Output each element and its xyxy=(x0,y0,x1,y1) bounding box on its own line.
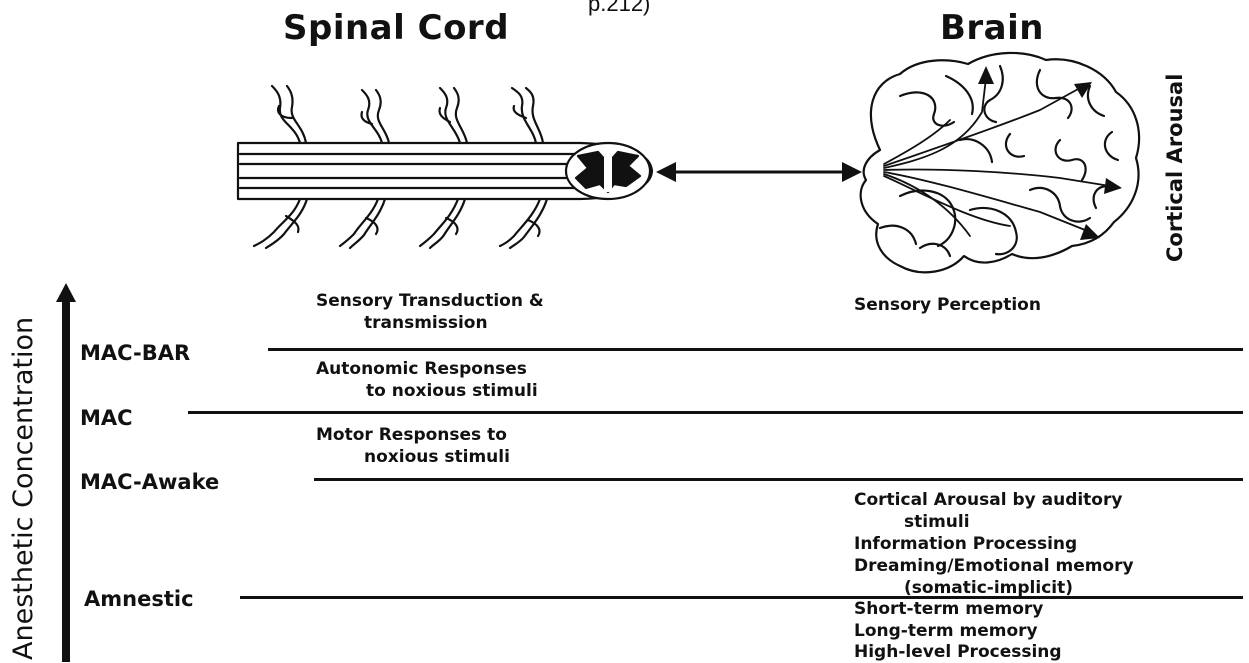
amnestic-label: Amnestic xyxy=(84,587,194,611)
note-line: Dreaming/Emotional memory xyxy=(854,555,1134,577)
mac-bar-label: MAC-BAR xyxy=(80,341,190,365)
mac-bar-threshold-line xyxy=(268,348,1243,351)
spinal-cord-icon xyxy=(238,86,652,248)
sensory-transduction-note: Sensory Transduction & transmission xyxy=(316,290,544,334)
note-line: Autonomic Responses xyxy=(316,358,538,380)
long-term-memory-note: Long-term memory xyxy=(854,620,1038,642)
dreaming-memory-note: Dreaming/Emotional memory (somatic-impli… xyxy=(854,555,1134,599)
double-headed-arrow-icon xyxy=(656,162,862,182)
note-line: Motor Responses to xyxy=(316,424,510,446)
mac-awake-label: MAC-Awake xyxy=(80,470,219,494)
mac-label: MAC xyxy=(80,406,133,430)
brain-icon xyxy=(861,53,1139,272)
mac-threshold-line xyxy=(188,411,1243,414)
note-line: to noxious stimuli xyxy=(316,380,538,402)
note-line: noxious stimuli xyxy=(316,446,510,468)
note-line: stimuli xyxy=(854,511,1122,533)
cortical-arousal-side-label: Cortical Arousal xyxy=(1163,74,1187,262)
note-line: Cortical Arousal by auditory xyxy=(854,489,1122,511)
motor-responses-note: Motor Responses to noxious stimuli xyxy=(316,424,510,468)
mac-awake-threshold-line xyxy=(314,478,1243,481)
note-line: Sensory Transduction & xyxy=(316,290,544,312)
autonomic-responses-note: Autonomic Responses to noxious stimuli xyxy=(316,358,538,402)
short-term-memory-note: Short-term memory xyxy=(854,598,1043,620)
sensory-perception-note: Sensory Perception xyxy=(854,294,1041,316)
cortical-arousal-note: Cortical Arousal by auditory stimuli xyxy=(854,489,1122,533)
information-processing-note: Information Processing xyxy=(854,533,1077,555)
up-arrow-icon xyxy=(56,283,76,662)
high-level-processing-note: High-level Processing xyxy=(854,641,1062,663)
note-line: (somatic-implicit) xyxy=(854,577,1134,599)
anesthetic-concentration-axis-label: Anesthetic Concentration xyxy=(8,317,39,660)
note-line: transmission xyxy=(316,312,544,334)
